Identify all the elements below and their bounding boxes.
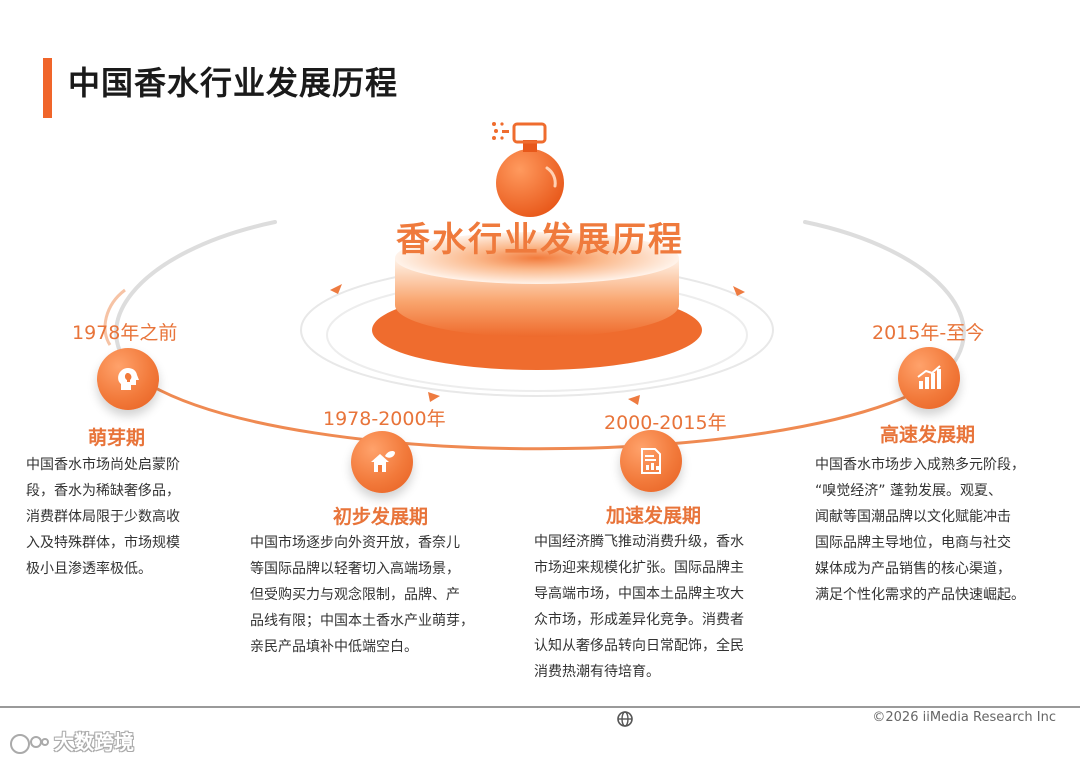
globe-icon bbox=[617, 711, 633, 727]
stage-1-description: 中国香水市场尚处启蒙阶 段，香水为稀缺奢侈品， 消费群体局限于少数高收 入及特殊… bbox=[26, 457, 180, 577]
stage-3-phase: 加速发展期 bbox=[606, 505, 702, 527]
stage-1-phase: 萌芽期 bbox=[88, 427, 146, 449]
stage-3-icon-badge bbox=[620, 430, 682, 492]
stage-2-icon-badge bbox=[351, 431, 413, 493]
stage-3-period: 2000-2015年 bbox=[604, 412, 727, 434]
stage-2-phase: 初步发展期 bbox=[333, 506, 429, 528]
stage-4-period: 2015年-至今 bbox=[872, 322, 985, 344]
footer-copyright: ©2026 iiMedia Research Inc bbox=[872, 710, 1056, 725]
stage-1-icon-badge bbox=[97, 348, 159, 410]
orbit-lower-arc bbox=[149, 383, 931, 451]
stage-4-phase: 高速发展期 bbox=[880, 424, 976, 446]
center-title: 香水行业发展历程 bbox=[396, 220, 684, 260]
document-chart-icon bbox=[641, 448, 661, 474]
watermark-text: 大数跨境 bbox=[54, 730, 134, 754]
stage-1-period: 1978年之前 bbox=[72, 322, 178, 344]
bar-chart-growth-icon bbox=[917, 365, 941, 389]
lightbulb-head-icon bbox=[118, 367, 139, 390]
watermark-logo-icon bbox=[10, 733, 49, 754]
title-accent-bar bbox=[43, 58, 52, 118]
house-leaf-icon bbox=[371, 451, 395, 472]
stage-2-description: 中国市场逐步向外资开放，香奈儿 等国际品牌以轻奢切入高端场景， 但受购买力与观念… bbox=[250, 535, 474, 655]
perfume-bottle-icon bbox=[492, 122, 564, 217]
page-title: 中国香水行业发展历程 bbox=[68, 64, 399, 102]
stage-3-description: 中国经济腾飞推动消费升级，香水 市场迎来规模化扩张。国际品牌主 导高端市场，中国… bbox=[534, 534, 744, 680]
stage-4-icon-badge bbox=[898, 347, 960, 409]
stage-4-description: 中国香水市场步入成熟多元阶段， “嗅觉经济” 蓬勃发展。观夏、 闻献等国潮品牌以… bbox=[815, 457, 1025, 603]
watermark: 大数跨境 bbox=[8, 726, 134, 756]
footer-divider bbox=[0, 706, 1080, 708]
stage-2-period: 1978-2000年 bbox=[323, 408, 446, 430]
